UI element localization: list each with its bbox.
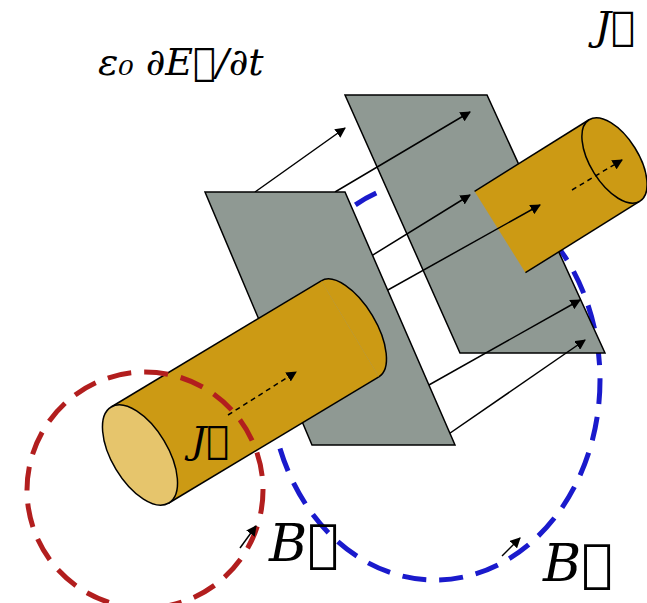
e-field-arrow <box>440 340 585 440</box>
vector-label: B⃗ <box>540 532 615 594</box>
current-arrow <box>228 372 296 415</box>
wire <box>87 267 401 517</box>
wire <box>475 107 647 273</box>
b-direction-arrow <box>502 538 520 556</box>
vector-label: B⃗ <box>266 512 341 574</box>
current-arrow <box>572 160 622 190</box>
e-field-arrow <box>335 112 470 192</box>
vector-label: J⃗ <box>592 2 638 50</box>
e-field-arrow <box>255 128 345 192</box>
e-field-arrow <box>370 205 540 300</box>
e-field-arrow <box>420 300 580 390</box>
vector-label: ε₀ ∂E⃗/∂t <box>95 40 267 86</box>
b-direction-arrow <box>240 526 256 548</box>
vector-label: J⃗ <box>188 418 232 464</box>
b-field-loop <box>27 372 263 603</box>
